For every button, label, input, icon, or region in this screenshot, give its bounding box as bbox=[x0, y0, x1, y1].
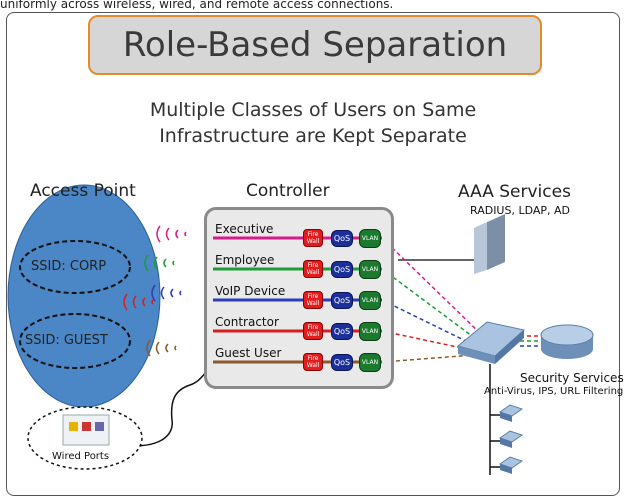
branch-switches bbox=[489, 364, 524, 475]
network-switch bbox=[456, 321, 526, 364]
aaa-sublabel: RADIUS, LDAP, AD bbox=[470, 204, 571, 217]
firewall-badge: Fire Wall bbox=[303, 322, 323, 340]
vlan-badge: VLAN bbox=[359, 353, 381, 372]
vlan-badge: VLAN bbox=[359, 229, 381, 248]
qos-badge: QoS bbox=[331, 354, 353, 371]
role-employee: Employee bbox=[215, 253, 275, 267]
ssid-corp-oval bbox=[19, 240, 131, 294]
wired-cable bbox=[119, 365, 213, 447]
role-contractor: Contractor bbox=[215, 315, 279, 329]
vlan-badge: VLAN bbox=[359, 291, 381, 310]
ssid-guest-oval bbox=[19, 313, 131, 369]
controller-label: Controller bbox=[246, 181, 330, 201]
qos-badge: QoS bbox=[331, 323, 353, 340]
subtitle-line-2: Infrastructure are Kept Separate bbox=[159, 125, 467, 147]
ssid-guest-label: SSID: GUEST bbox=[25, 333, 108, 348]
diagram-title: Role-Based Separation bbox=[88, 15, 542, 75]
router-icon bbox=[540, 324, 594, 359]
qos-badge: QoS bbox=[331, 261, 353, 278]
diagram-subtitle: Multiple Classes of Users on Same Infras… bbox=[80, 97, 546, 149]
qos-badge: QoS bbox=[331, 230, 353, 247]
firewall-badge: Fire Wall bbox=[303, 291, 323, 309]
qos-badge: QoS bbox=[331, 292, 353, 309]
security-sublabel: Anti-Virus, IPS, URL Filtering bbox=[484, 386, 624, 397]
vlan-badge: VLAN bbox=[359, 260, 381, 279]
role-guest-user: Guest User bbox=[215, 346, 282, 360]
security-label: Security Services bbox=[520, 371, 624, 385]
role-voip-device: VoIP Device bbox=[215, 284, 286, 298]
firewall-badge: Fire Wall bbox=[303, 353, 323, 371]
top-caption: uniformly across wireless, wired, and re… bbox=[0, 0, 394, 11]
access-point-label: Access Point bbox=[30, 181, 136, 201]
wired-ports-label: Wired Ports bbox=[52, 451, 110, 462]
ssid-corp-label: SSID: CORP bbox=[31, 259, 107, 274]
firewall-badge: Fire Wall bbox=[303, 229, 323, 247]
aaa-label: AAA Services bbox=[458, 182, 571, 202]
aaa-server bbox=[474, 214, 505, 274]
wireless-arcs bbox=[123, 225, 187, 357]
vlan-badge: VLAN bbox=[359, 322, 381, 341]
subtitle-line-1: Multiple Classes of Users on Same bbox=[149, 99, 477, 121]
firewall-badge: Fire Wall bbox=[303, 260, 323, 278]
role-executive: Executive bbox=[215, 222, 274, 236]
